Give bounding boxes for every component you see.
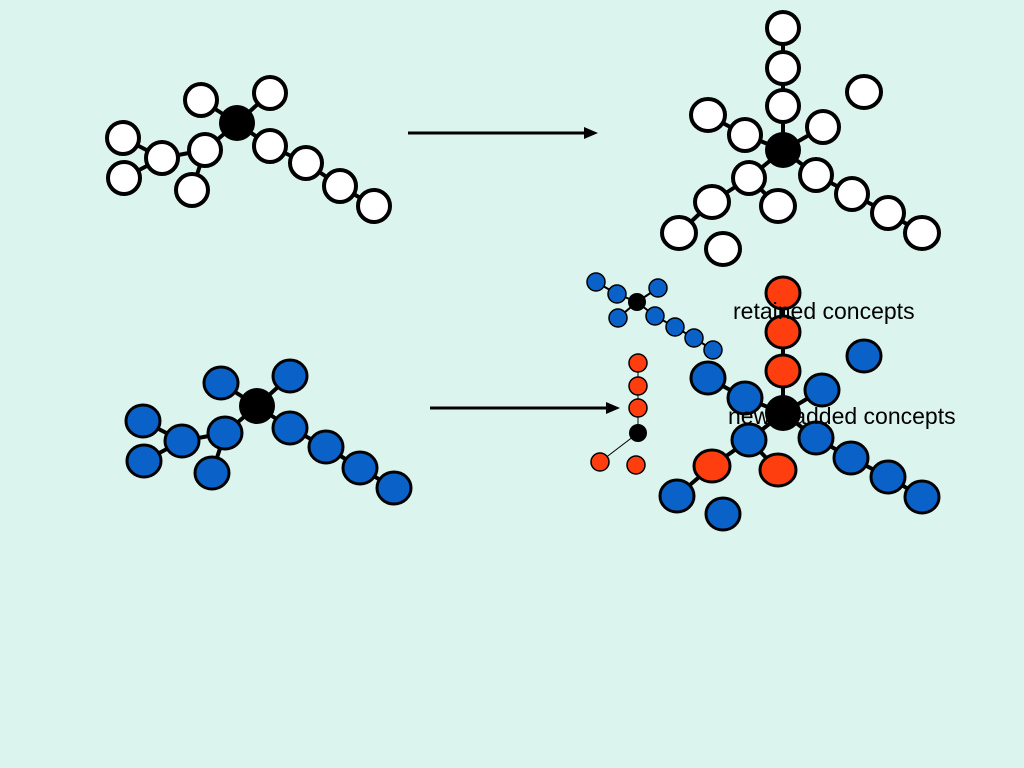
hub-node	[239, 388, 275, 424]
concept-node	[727, 117, 763, 153]
added-concept-node	[764, 314, 802, 350]
retained-concept-node	[202, 365, 240, 401]
added-concept-node	[764, 275, 802, 311]
retained-concept-node	[665, 317, 685, 337]
concept-node	[798, 157, 834, 193]
bottom-arrow	[430, 402, 620, 414]
retained-concept-node	[271, 358, 309, 394]
top-arrow	[408, 127, 598, 139]
concept-node	[704, 231, 742, 267]
retained-concept-node	[726, 380, 764, 416]
hub-node	[629, 424, 647, 442]
hub-node	[765, 132, 801, 168]
retained-concept-node	[608, 308, 628, 328]
added-concept-node	[628, 398, 648, 418]
concept-node	[660, 215, 698, 251]
retained-concept-node	[658, 478, 696, 514]
retained-concept-node	[689, 360, 727, 396]
concept-node	[731, 160, 767, 196]
concept-node	[765, 50, 801, 86]
retained-concept-node	[869, 459, 907, 495]
concept-node	[765, 10, 801, 46]
retained-concept-node	[307, 429, 345, 465]
concept-node	[870, 195, 906, 231]
concept-node	[105, 120, 141, 156]
concept-node	[845, 74, 883, 110]
concept-node	[183, 82, 219, 118]
arrow-head	[584, 127, 598, 139]
retained-concept-node	[703, 340, 723, 360]
retained-concept-node	[124, 403, 162, 439]
hub-node	[628, 293, 646, 311]
arrow-head	[606, 402, 620, 414]
retained-concept-node	[125, 443, 163, 479]
concept-node	[187, 132, 223, 168]
retained-concept-node	[341, 450, 379, 486]
retained-concept-node	[832, 440, 870, 476]
combined-map	[658, 275, 941, 532]
added-concept-node	[758, 452, 798, 488]
concept-node	[174, 172, 210, 208]
retained-concept-node	[803, 372, 841, 408]
hub-node	[219, 105, 255, 141]
retained-concept-node	[271, 410, 309, 446]
concept-node	[759, 188, 797, 224]
retained-concept-node	[903, 479, 941, 515]
concept-node	[106, 160, 142, 196]
retained-concept-node	[607, 284, 627, 304]
retained-legend-map	[586, 272, 723, 360]
retained-concept-node	[845, 338, 883, 374]
added-legend-map	[590, 353, 648, 475]
added-concept-node	[626, 455, 646, 475]
retained-concept-node	[193, 455, 231, 491]
added-concept-node	[628, 353, 648, 373]
retained-concept-node	[206, 415, 244, 451]
retained-concept-node	[586, 272, 606, 292]
retained-concept-node	[730, 422, 768, 458]
retained-concept-node	[797, 420, 835, 456]
concept-node	[252, 128, 288, 164]
concept-node	[693, 184, 731, 220]
expanded-map	[660, 10, 941, 267]
concept-node	[356, 188, 392, 224]
concept-node	[805, 109, 841, 145]
concept-node	[903, 215, 941, 251]
concept-node	[322, 168, 358, 204]
concept-node	[765, 88, 801, 124]
retained-map	[124, 358, 413, 506]
concept-node	[288, 145, 324, 181]
retained-concept-node	[645, 306, 665, 326]
retained-concept-node	[648, 278, 668, 298]
retained-concept-node	[704, 496, 742, 532]
concept-node	[834, 176, 870, 212]
added-concept-node	[590, 452, 610, 472]
retained-concept-node	[684, 328, 704, 348]
retained-concepts-label: retained concepts	[733, 298, 915, 324]
added-concept-node	[692, 448, 732, 484]
concept-node	[144, 140, 180, 176]
concept-node	[689, 97, 727, 133]
newly-added-concepts-label: newly added concepts	[728, 403, 956, 429]
added-concept-node	[764, 353, 802, 389]
original-map	[105, 75, 392, 224]
concept-node	[252, 75, 288, 111]
retained-concept-node	[163, 423, 201, 459]
hub-node	[765, 395, 801, 431]
added-concept-node	[628, 376, 648, 396]
retained-concept-node	[375, 470, 413, 506]
